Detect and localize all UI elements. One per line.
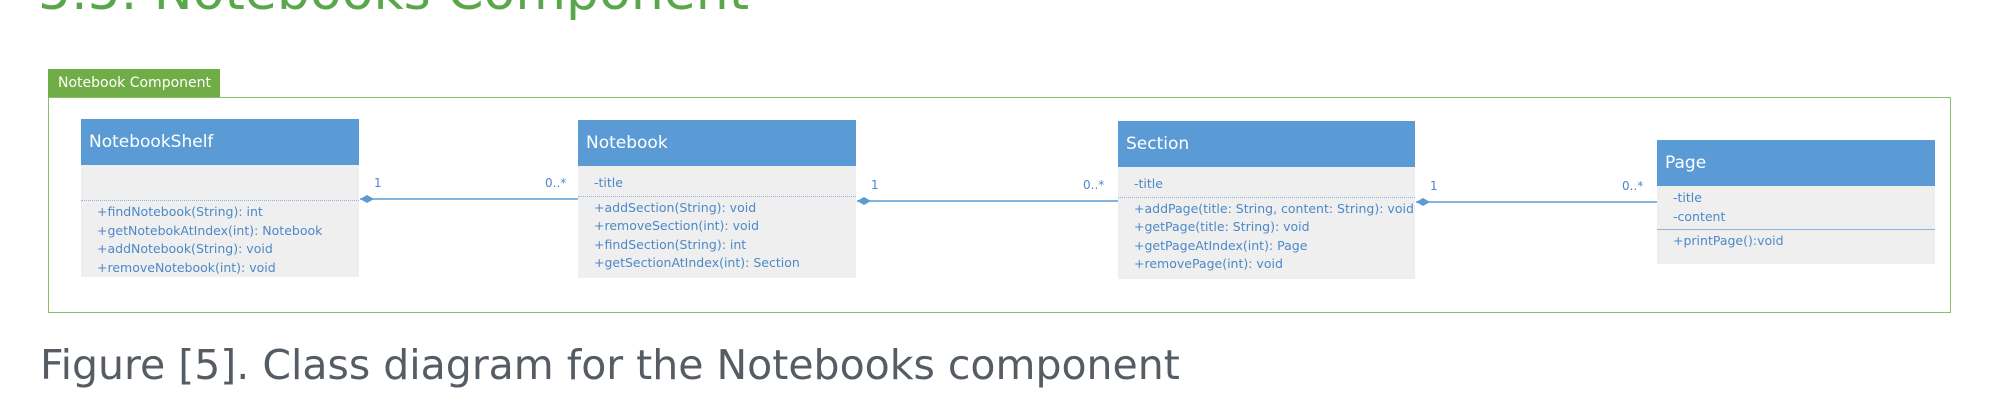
operation: +printPage():void — [1673, 233, 1784, 248]
aggregation-diamond — [1416, 198, 1430, 206]
class-notebook[interactable]: Notebook -title +addSection(String): voi… — [578, 120, 856, 278]
package-tab: Notebook Component — [48, 69, 220, 97]
association-section-page: 1 0..* — [1416, 179, 1658, 206]
class-name: NotebookShelf — [81, 119, 359, 165]
attributes-compartment: -title — [1118, 167, 1415, 197]
operation: +removeSection(int): void — [594, 218, 760, 233]
attribute: -title — [594, 175, 623, 190]
operations-compartment: +printPage():void — [1657, 229, 1935, 251]
class-section[interactable]: Section -title +addPage(title: String, c… — [1118, 121, 1415, 279]
class-notebookshelf[interactable]: NotebookShelf +findNotebook(String): int… — [81, 119, 359, 277]
aggregation-diamond — [360, 195, 374, 203]
operations-compartment: +addPage(title: String, content: String)… — [1118, 196, 1415, 274]
operation: +findSection(String): int — [594, 236, 747, 252]
operations-compartment: +findNotebook(String): int +getNotebokAt… — [81, 200, 359, 277]
class-body: +findNotebook(String): int +getNotebokAt… — [81, 165, 359, 277]
attributes-compartment — [81, 165, 359, 200]
association-notebook-section: 1 0..* — [857, 178, 1119, 205]
multiplicity-source: 1 — [1430, 179, 1438, 193]
operation: +findNotebook(String): int — [97, 204, 263, 219]
multiplicity-source: 1 — [374, 176, 382, 190]
association-shelf-notebook: 1 0..* — [360, 176, 580, 203]
operation: +getNotebokAtIndex(int): Notebook — [97, 222, 323, 238]
aggregation-diamond — [857, 197, 871, 205]
multiplicity-target: 0..* — [1622, 179, 1643, 193]
class-name: Page — [1657, 140, 1935, 186]
attributes-compartment: -title — [578, 166, 856, 196]
figure-caption: Figure [5]. Class diagram for the Notebo… — [40, 341, 1180, 389]
operation: +getPage(title: String): void — [1134, 219, 1310, 234]
operations-compartment: +addSection(String): void +removeSection… — [578, 195, 856, 273]
class-name: Notebook — [578, 120, 856, 166]
class-body: -title +addPage(title: String, content: … — [1118, 167, 1415, 279]
operation: +removeNotebook(int): void — [97, 259, 276, 275]
operation: +addPage(title: String, content: String)… — [1134, 200, 1414, 216]
attribute: -title — [1134, 176, 1163, 191]
operation: +getSectionAtIndex(int): Section — [594, 255, 800, 270]
class-body: -title -content +printPage():void — [1657, 186, 1935, 264]
class-name: Section — [1118, 121, 1415, 167]
package-frame — [48, 97, 1951, 313]
attribute: -content — [1673, 208, 1726, 224]
operation: +addNotebook(String): void — [97, 241, 273, 256]
multiplicity-target: 0..* — [545, 176, 566, 190]
class-body: -title +addSection(String): void +remove… — [578, 166, 856, 278]
multiplicity-source: 1 — [871, 178, 879, 192]
operation: +getPageAtIndex(int): Page — [1134, 237, 1308, 253]
attribute: -title — [1673, 190, 1702, 205]
multiplicity-target: 0..* — [1083, 178, 1104, 192]
attributes-compartment: -title -content — [1657, 186, 1935, 229]
operation: +addSection(String): void — [594, 199, 757, 215]
class-page[interactable]: Page -title -content +printPage():void — [1657, 140, 1935, 264]
operation: +removePage(int): void — [1134, 256, 1283, 271]
